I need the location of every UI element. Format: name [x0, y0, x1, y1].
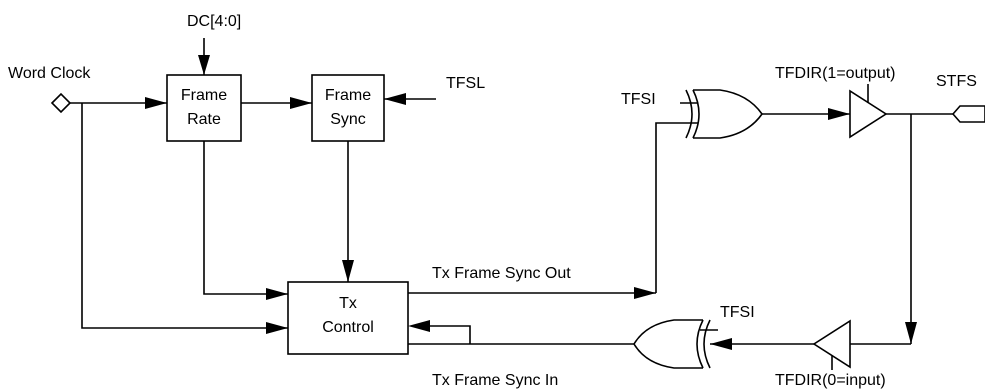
arrow-word-clock-to-control	[266, 322, 288, 334]
arrow-sync-to-control	[342, 260, 354, 282]
tfsl-label: TFSL	[446, 75, 485, 92]
arrow-tfsl	[384, 93, 406, 105]
dc-label: DC[4:0]	[187, 13, 241, 30]
tx-control-label-line1: Tx	[339, 295, 357, 312]
word-clock-label: Word Clock	[8, 65, 91, 82]
arrow-tx-frame-sync-out	[634, 287, 656, 299]
tfdir-output-label: TFDIR(1=output)	[775, 65, 895, 82]
frame-sync-label-line2: Sync	[330, 111, 366, 128]
tfsi-bottom-label: TFSI	[720, 304, 755, 321]
rate-to-control-wire	[203, 141, 288, 295]
arrow-to-bottom-xor	[710, 338, 732, 350]
word-clock-to-control-wire	[81, 103, 288, 329]
arrow-to-output-buffer	[828, 108, 850, 120]
tfdir-input-label: TFDIR(0=input)	[775, 372, 886, 389]
xor-gate-top	[685, 89, 763, 139]
tfsi-top-label: TFSI	[621, 91, 656, 108]
frame-rate-label-line1: Frame	[181, 87, 227, 104]
input-buffer	[812, 319, 851, 369]
xor-gate-bottom	[633, 319, 711, 369]
arrow-to-frame-rate	[145, 97, 167, 109]
tx-control-label-line2: Control	[322, 319, 374, 336]
tx-frame-sync-in-label: Tx Frame Sync In	[432, 372, 558, 389]
stfs-port	[951, 105, 985, 123]
frame-sync-block: Frame Sync	[311, 74, 385, 142]
arrow-tx-frame-sync-in	[408, 320, 430, 332]
tx-control-block: Tx Control	[287, 281, 409, 355]
tx-frame-sync-in-wire-to-control	[430, 325, 471, 344]
arrow-dc	[198, 55, 210, 75]
arrow-rate-to-control	[266, 288, 288, 300]
out-to-xor-wire	[655, 122, 698, 293]
word-clock-port	[50, 92, 72, 114]
frame-sync-label-line1: Frame	[325, 87, 371, 104]
tx-frame-sync-out-label: Tx Frame Sync Out	[432, 265, 571, 282]
frame-rate-label-line2: Rate	[187, 111, 221, 128]
arrow-rate-to-sync	[290, 97, 312, 109]
arrow-feedback-down	[905, 322, 917, 344]
stfs-label: STFS	[936, 73, 977, 90]
frame-rate-block: Frame Rate	[166, 74, 242, 142]
